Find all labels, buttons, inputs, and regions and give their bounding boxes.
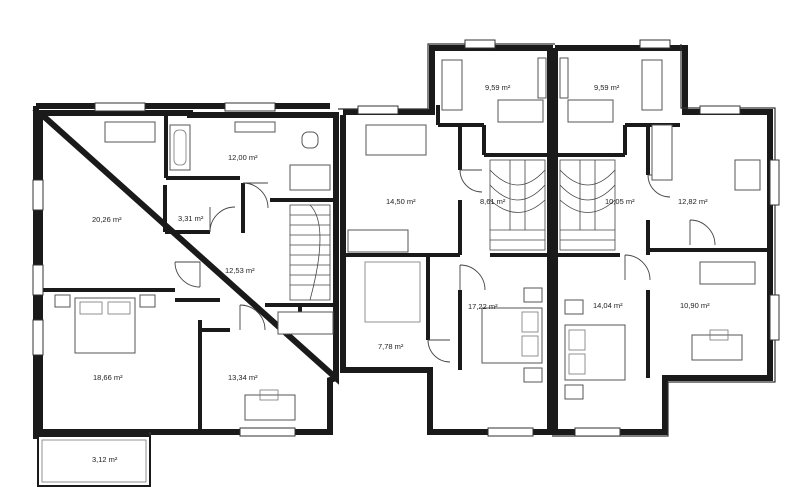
area-label-master-bedroom-west: 18,66 m²: [93, 373, 123, 382]
area-label-bathroom-center-right: 9,59 m²: [594, 83, 620, 92]
area-label-hall-center-right: 10,05 m²: [605, 197, 635, 206]
stairs-west: [289, 204, 331, 301]
balcony: [37, 435, 151, 487]
interior-walls: [40, 105, 770, 432]
area-label-bedroom-southwest: 13,34 m²: [228, 373, 258, 382]
area-label-hall-center-left: 8,61 m²: [480, 197, 506, 206]
windows: [32, 39, 780, 437]
room-labels: 20,26 m² 12,00 m² 3,31 m² 12,53 m² 18,66…: [92, 83, 710, 464]
area-label-bedroom-east: 12,82 m²: [678, 197, 708, 206]
area-label-closet-center: 7,78 m²: [378, 342, 404, 351]
area-label-hall-west: 12,53 m²: [225, 266, 255, 275]
stairs-center-left: [489, 159, 546, 251]
area-label-balcony: 3,12 m²: [92, 455, 118, 464]
area-label-bathroom-west: 12,00 m²: [228, 153, 258, 162]
area-label-bedroom-center-south: 17,22 m²: [468, 302, 498, 311]
area-label-bedroom-west: 20,26 m²: [92, 215, 122, 224]
area-label-bedroom-southeast: 10,90 m²: [680, 301, 710, 310]
area-label-master-bedroom-east: 14,04 m²: [593, 301, 623, 310]
stairs-center-right: [559, 159, 616, 251]
area-label-closet-west: 3,31 m²: [178, 214, 204, 223]
area-label-bathroom-center-left: 9,59 m²: [485, 83, 511, 92]
area-label-bedroom-center-left: 14,50 m²: [386, 197, 416, 206]
furniture: [54, 57, 761, 421]
